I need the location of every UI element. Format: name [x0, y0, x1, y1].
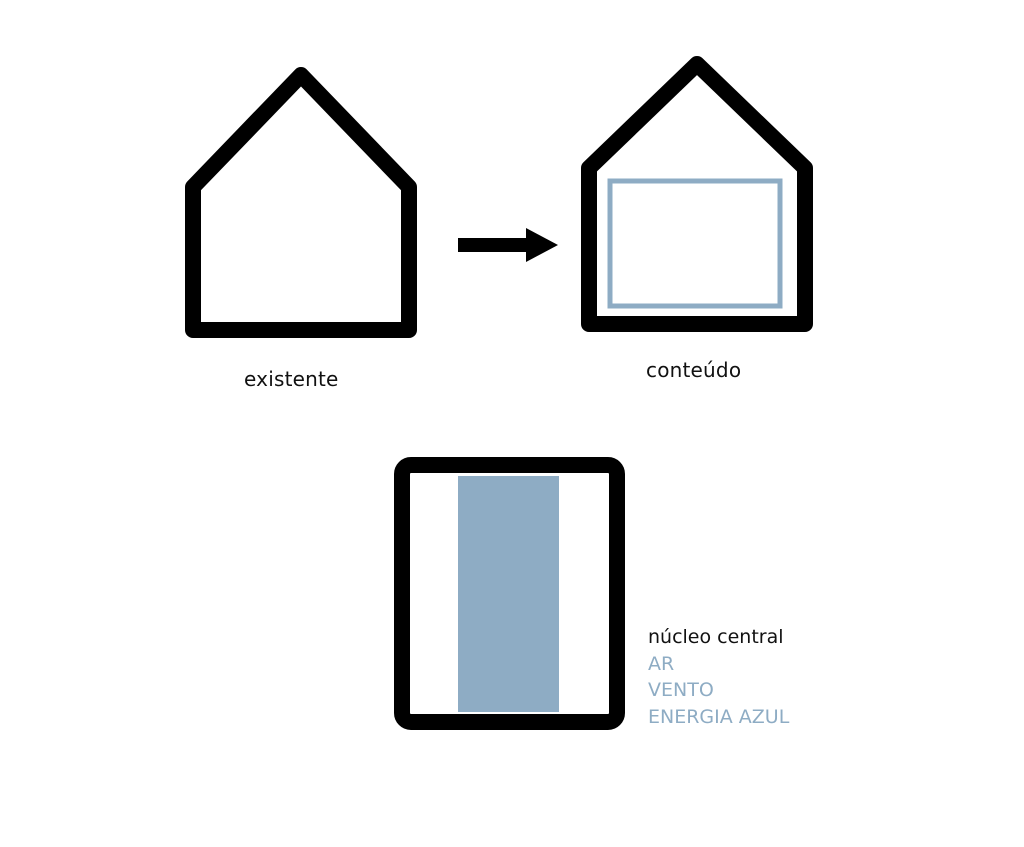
legend-item-air: AR	[648, 652, 675, 675]
existing-label: existente	[244, 367, 339, 391]
content-label: conteúdo	[646, 358, 742, 382]
legend-item-wind: VENTO	[648, 679, 714, 701]
core-legend: núcleo central AR VENTO ENERGIA AZUL	[648, 624, 789, 730]
inner-content-frame	[607, 178, 783, 309]
transformation-arrow-icon	[458, 228, 558, 262]
core-plan-outline	[394, 457, 625, 730]
existing-house-outline	[185, 67, 417, 338]
legend-item-blue-energy: ENERGIA AZUL	[648, 705, 790, 728]
legend-title: núcleo central	[648, 626, 784, 648]
content-house-outline	[581, 56, 813, 332]
arrow-head	[526, 228, 558, 262]
arrow-shaft	[458, 238, 528, 252]
central-core-fill	[458, 476, 559, 712]
